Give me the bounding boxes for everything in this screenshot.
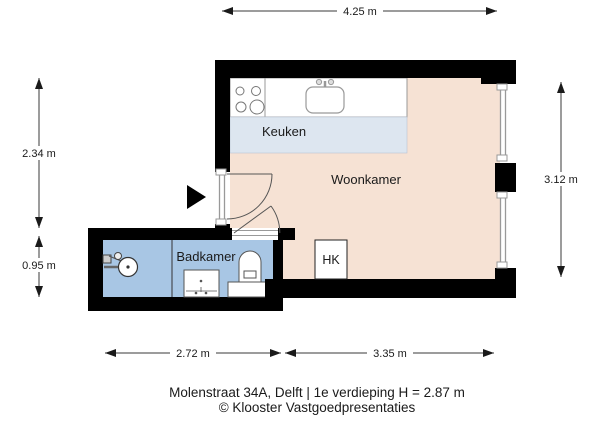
closet-label: HK	[322, 253, 340, 267]
vanity-icon	[183, 269, 220, 298]
dimension-bottom-left: 2.72 m	[105, 346, 281, 360]
kitchen-label: Keuken	[262, 124, 306, 139]
entrance-door-swing	[226, 173, 273, 220]
dimension-bottom-left-label: 2.72 m	[176, 348, 210, 360]
wall-right-pillar	[495, 163, 516, 192]
shower-icon	[102, 252, 139, 278]
caption-copyright: © Klooster Vastgoedpresentaties	[219, 400, 416, 415]
wall-corner-top-right	[481, 60, 516, 84]
entrance-arrow-icon	[187, 185, 206, 209]
wall-left-stub	[215, 224, 230, 232]
bathroom-area: Badkamer	[88, 228, 283, 311]
closet-hk: HK	[314, 239, 348, 280]
dimension-left-lower: 0.95 m	[16, 236, 62, 297]
window-right-upper	[496, 83, 508, 162]
wall-bottom	[265, 279, 516, 298]
dimension-left-upper: 2.34 m	[16, 78, 62, 228]
dimension-bottom-right-label: 3.35 m	[373, 348, 407, 360]
dimension-right: 3.12 m	[538, 82, 584, 277]
caption-address: Molenstraat 34A, Delft | 1e verdieping H…	[169, 385, 465, 400]
wall-top	[215, 60, 516, 78]
entrance-door-glazing	[215, 168, 227, 226]
bathroom-door-swing	[233, 205, 281, 234]
dimension-top: 4.25 m	[222, 4, 497, 18]
dimension-top-label: 4.25 m	[343, 6, 377, 18]
bathroom-doorway	[232, 228, 278, 240]
living-room-label: Woonkamer	[331, 172, 402, 187]
stove-icon	[229, 77, 266, 118]
kitchen-area: Keuken	[229, 77, 408, 154]
windows	[215, 83, 508, 269]
toilet-icon	[227, 250, 274, 298]
dimension-left-lower-label: 0.95 m	[22, 260, 56, 272]
dimension-bottom-right: 3.35 m	[285, 346, 494, 360]
dimension-right-label: 3.12 m	[544, 174, 578, 186]
window-right-lower	[496, 191, 508, 269]
bathroom-label: Badkamer	[176, 249, 236, 264]
wall-left	[215, 60, 230, 172]
wall-hall-stub	[278, 228, 295, 240]
walls	[215, 60, 516, 298]
kitchen-zone	[229, 116, 408, 154]
dimension-left-upper-label: 2.34 m	[22, 148, 56, 160]
sink-icon	[305, 78, 345, 114]
